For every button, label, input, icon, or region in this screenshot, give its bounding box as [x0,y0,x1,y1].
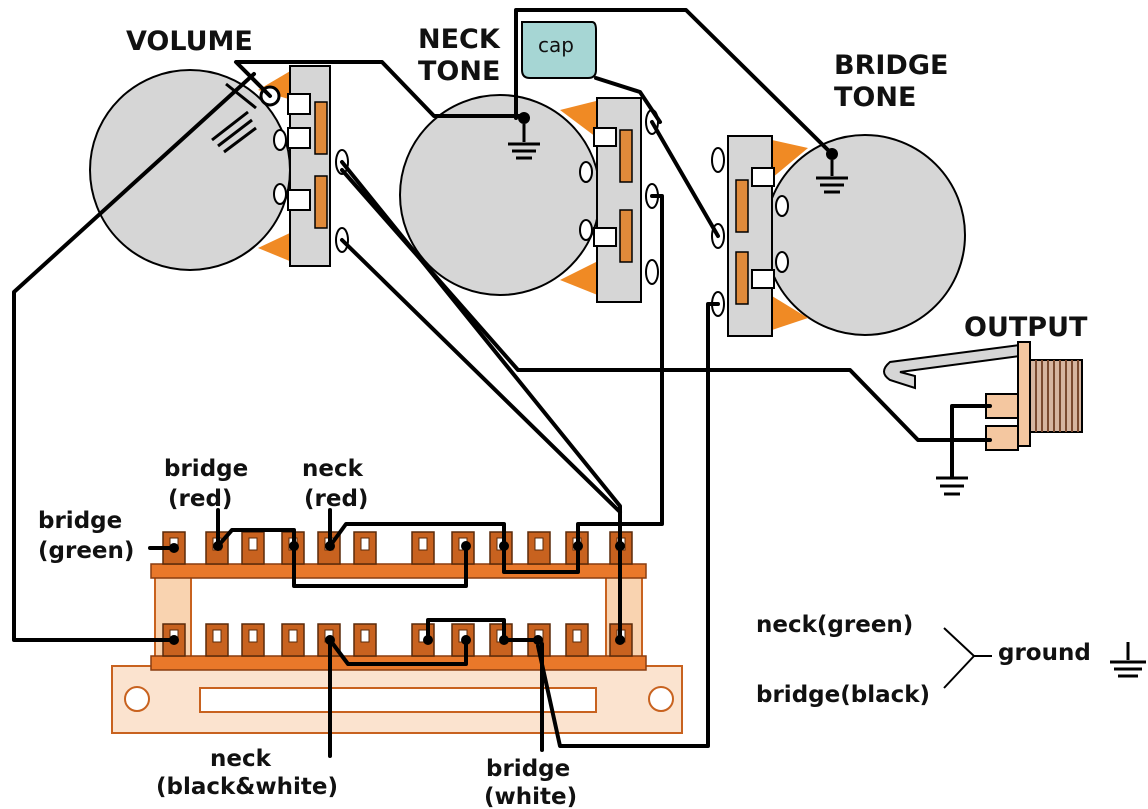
neck-bw-label-line2: (black&white) [156,774,338,800]
volume-label: VOLUME [126,26,253,57]
neck-red-label-line1: neck [302,456,364,482]
neck-red-label-line2: (red) [304,486,368,512]
bridge-tone-label-line2: TONE [834,82,916,113]
pickup-selector-switch [111,531,683,734]
switch-lugs-bottom [162,623,633,657]
capacitor: cap [521,21,597,79]
bridge-tone-label-line1: BRIDGE [834,50,948,81]
legend-neck-green: neck(green) [756,612,913,638]
output-jack [883,341,1083,451]
switch-slot [199,687,597,713]
bridge-white-label-line2: (white) [484,784,577,809]
ground-symbol-neck-tone [508,124,540,160]
ground-symbol-bridge-tone [816,160,848,194]
bridge-red-label-line2: (red) [168,486,232,512]
ground-symbol-volume [211,82,257,154]
solder-points [169,112,838,645]
bridge-green-label-line2: (green) [38,538,134,564]
neck-tone-label-line1: NECK [418,24,501,55]
neck-tone-label-line2: TONE [418,56,500,87]
wiring [12,8,992,758]
switch-lugs-top [162,531,633,565]
bridge-red-label-line1: bridge [164,456,248,482]
bridge-tone-pot [711,134,966,337]
bridge-white-label-line1: bridge [486,756,570,782]
legend-connector [943,627,992,689]
mounting-hole-right [648,686,674,712]
cap-label: cap [538,33,574,57]
legend-ground: ground [998,640,1091,666]
neck-bw-label-line1: neck [210,746,272,772]
neck-tone-pot [399,94,659,303]
ground-symbol-legend [1110,642,1146,678]
switch-rail-top [150,563,647,579]
output-label: OUTPUT [964,312,1088,343]
legend-bridge-black: bridge(black) [756,682,930,708]
bridge-green-label-line1: bridge [38,508,122,534]
ground-symbol-output [936,476,968,496]
volume-pot [89,65,349,271]
mounting-hole-left [124,686,150,712]
